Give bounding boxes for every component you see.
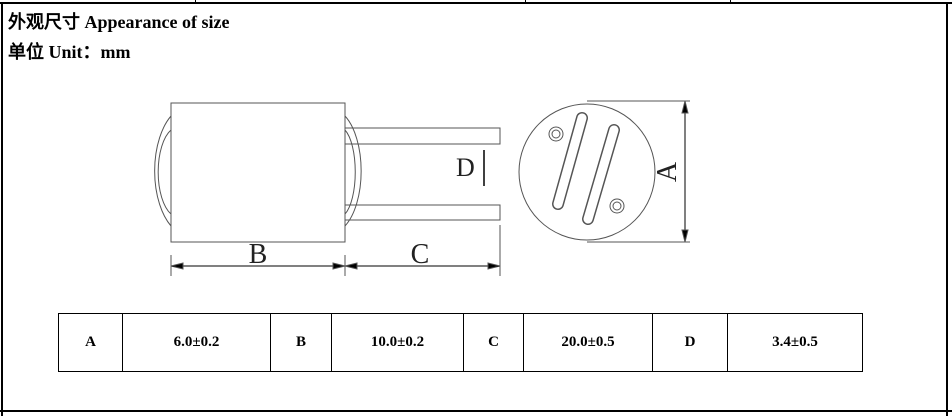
dim-label: A	[58, 313, 123, 372]
left-coil-arc	[154, 115, 172, 227]
label-c: C	[411, 239, 430, 270]
body	[170, 102, 346, 243]
dim-label: B	[270, 313, 332, 372]
unit-label: 单位 Unit：mm	[8, 42, 131, 62]
divider	[195, 0, 196, 4]
dim-value: 10.0±0.2	[331, 313, 464, 372]
dim-label: D	[652, 313, 728, 372]
end-view-slots	[548, 112, 625, 225]
table-border-right	[946, 2, 948, 416]
dim-label: C	[463, 313, 524, 372]
dimension-drawing: D A B C	[154, 100, 690, 276]
divider	[730, 0, 731, 4]
dim-value: 6.0±0.2	[122, 313, 271, 372]
end-view-circle	[518, 103, 656, 241]
table-border-left	[1, 2, 3, 416]
section-title: 外观尺寸 Appearance of size	[8, 12, 230, 32]
dimension-table: A 6.0±0.2 B 10.0±0.2 C 20.0±0.5 D 3.4±0.…	[58, 313, 863, 372]
lead-top	[344, 127, 501, 145]
lead-bottom	[344, 204, 501, 221]
dim-value: 3.4±0.5	[727, 313, 863, 372]
table-border-top	[0, 2, 952, 4]
divider	[525, 0, 526, 4]
table-border-bottom	[0, 410, 952, 412]
label-b: B	[249, 239, 268, 270]
table-row: A 6.0±0.2 B 10.0±0.2 C 20.0±0.5 D 3.4±0.…	[58, 313, 863, 372]
label-d: D	[456, 153, 475, 182]
label-a: A	[652, 161, 683, 182]
dim-value: 20.0±0.5	[523, 313, 653, 372]
right-coil-arc	[344, 115, 362, 227]
